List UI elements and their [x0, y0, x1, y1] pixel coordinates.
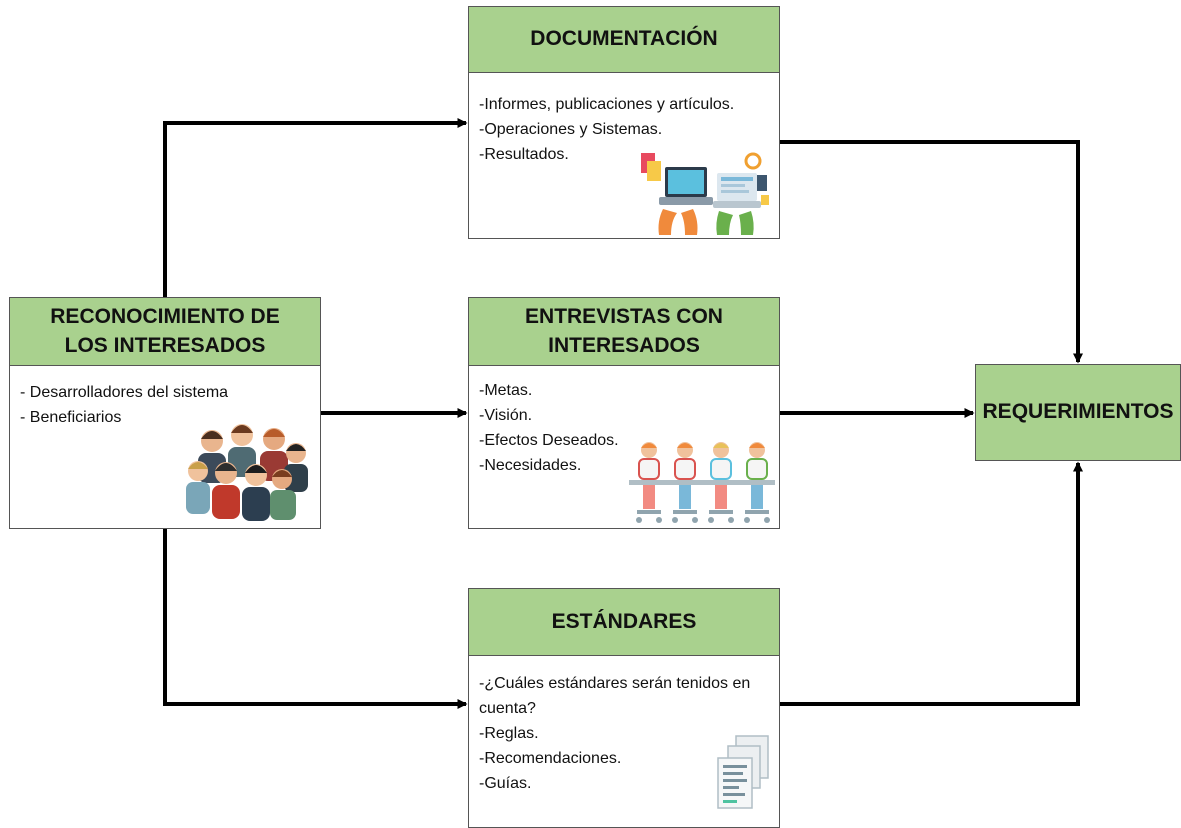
list-item: cuenta? — [479, 700, 536, 717]
stakeholders-box: RECONOCIMIENTO DE LOS INTERESADOS - Desa… — [9, 297, 321, 529]
meeting-table-icon — [629, 442, 775, 523]
interviews-box: ENTREVISTAS CON INTERESADOS -Metas. -Vis… — [468, 297, 780, 529]
standards-box: ESTÁNDARES -¿Cuáles estándares serán ten… — [468, 588, 780, 828]
standards-list: -¿Cuáles estándares serán tenidos en cue… — [479, 671, 750, 796]
list-item: -Resultados. — [479, 146, 569, 163]
requirements-title: REQUERIMIENTOS — [976, 365, 1180, 460]
list-item: -Operaciones y Sistemas. — [479, 121, 663, 138]
list-item: -Informes, publicaciones y artículos. — [479, 96, 735, 113]
list-item: -Guías. — [479, 775, 532, 792]
arrow-stakeholders-to-standards — [163, 528, 468, 709]
documentation-title: DOCUMENTACIÓN — [469, 7, 779, 73]
list-item: -Necesidades. — [479, 457, 582, 474]
list-item: -Visión. — [479, 407, 533, 424]
stakeholders-list: - Desarrolladores del sistema - Benefici… — [20, 380, 228, 430]
list-item: -Metas. — [479, 382, 533, 399]
people-group-icon — [186, 424, 308, 521]
list-item: -Reglas. — [479, 725, 539, 742]
documentation-list: -Informes, publicaciones y artículos. -O… — [479, 92, 734, 167]
arrow-documentation-to-requirements — [779, 140, 1083, 364]
list-item: -¿Cuáles estándares serán tenidos en — [479, 675, 751, 692]
requirements-box: REQUERIMIENTOS — [975, 364, 1181, 461]
standards-title: ESTÁNDARES — [469, 589, 779, 656]
stakeholders-title: RECONOCIMIENTO DE LOS INTERESADOS — [10, 298, 320, 366]
interviews-list: -Metas. -Visión. -Efectos Deseados. -Nec… — [479, 378, 619, 478]
arrow-standards-to-requirements — [779, 461, 1083, 706]
documents-stack-icon — [717, 735, 769, 809]
computer-work-icon — [641, 152, 769, 235]
list-item: -Efectos Deseados. — [479, 432, 619, 449]
documentation-box: DOCUMENTACIÓN -Informes, publicaciones y… — [468, 6, 780, 239]
interviews-title: ENTREVISTAS CON INTERESADOS — [469, 298, 779, 366]
list-item: - Beneficiarios — [20, 409, 122, 426]
arrow-stakeholders-to-documentation — [163, 118, 468, 297]
list-item: - Desarrolladores del sistema — [20, 384, 229, 401]
list-item: -Recomendaciones. — [479, 750, 622, 767]
